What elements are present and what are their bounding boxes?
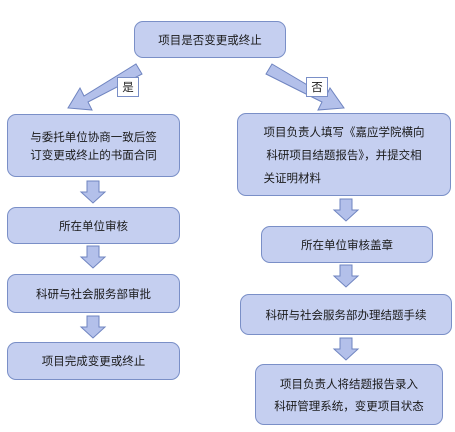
right-step-1-box: 项目负责人填写《嘉应学院横向 科研项目结题报告》，并提交相 关证明材料 <box>237 113 451 196</box>
arrow-left-3-to-4 <box>79 315 107 339</box>
right-step-1-line-2: 科研项目结题报告》，并提交相 <box>266 147 422 162</box>
arrow-top-to-right <box>265 63 345 111</box>
left-step-4-text: 项目完成变更或终止 <box>41 354 146 368</box>
decision-box: 项目是否变更或终止 <box>134 21 286 58</box>
right-step-1-line-1: 项目负责人填写《嘉应学院横向 <box>263 124 425 139</box>
left-step-2-text: 所在单位审核 <box>59 218 128 233</box>
left-step-3-text: 科研与社会服务部审批 <box>36 286 151 301</box>
left-step-1-line-1: 与委托单位协商一致后签 <box>30 129 157 144</box>
right-step-3-text: 科研与社会服务部办理结题手续 <box>265 307 427 322</box>
decision-text: 项目是否变更或终止 <box>158 32 262 47</box>
right-step-3-box: 科研与社会服务部办理结题手续 <box>240 294 452 335</box>
left-step-2-box: 所在单位审核 <box>7 207 180 244</box>
right-step-1-line-3: 关证明材料 <box>263 170 322 185</box>
right-step-4-line-1: 项目负责人将结题报告录入 <box>280 376 418 391</box>
right-step-2-text: 所在单位审核盖章 <box>301 237 393 252</box>
right-step-4-box: 项目负责人将结题报告录入 科研管理系统，变更项目状态 <box>255 364 443 425</box>
arrow-right-3-to-4 <box>332 337 360 361</box>
left-step-4-box: 项目完成变更或终止 <box>7 342 180 380</box>
left-step-3-box: 科研与社会服务部审批 <box>7 274 180 313</box>
left-step-1-box: 与委托单位协商一致后签 订变更或终止的书面合同 <box>7 114 180 177</box>
right-step-2-box: 所在单位审核盖章 <box>261 226 433 263</box>
arrow-right-1-to-2 <box>332 198 360 222</box>
arrow-left-1-to-2 <box>79 180 107 204</box>
right-step-4-line-2: 科研管理系统，变更项目状态 <box>274 398 424 413</box>
arrow-left-2-to-3 <box>79 245 107 269</box>
no-label: 否 <box>306 77 328 97</box>
arrow-right-2-to-3 <box>332 264 360 288</box>
yes-label: 是 <box>117 77 139 97</box>
left-step-1-line-2: 订变更或终止的书面合同 <box>30 147 157 162</box>
